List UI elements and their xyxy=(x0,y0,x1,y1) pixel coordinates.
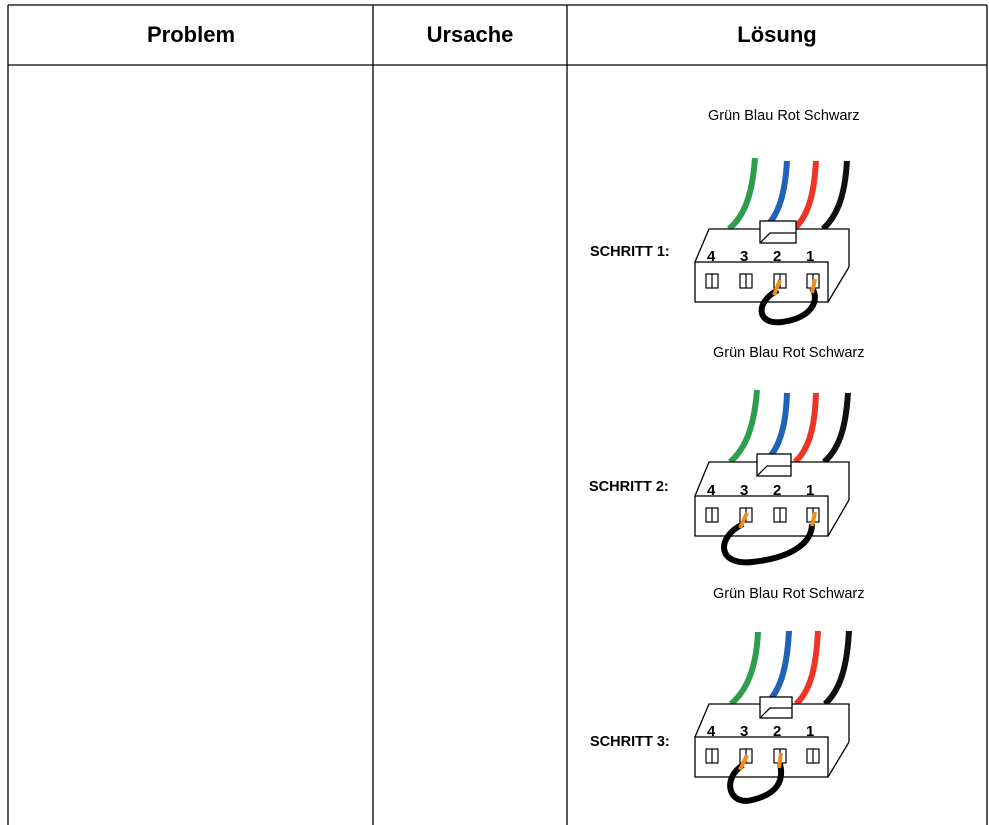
pin-number-3: 3 xyxy=(740,482,748,499)
connector xyxy=(694,453,850,537)
pin-number-4: 4 xyxy=(707,482,716,499)
wire-colors-label: Grün Blau Rot Schwarz xyxy=(708,108,860,124)
pin-number-3: 3 xyxy=(740,723,748,740)
jumper-wire xyxy=(727,762,785,804)
wire-green xyxy=(728,631,761,707)
header-solution: Lösung xyxy=(737,22,816,47)
jumper-tip-right xyxy=(810,511,817,527)
header-cause: Ursache xyxy=(427,22,514,47)
pin-number-2: 2 xyxy=(773,482,781,499)
wire-green xyxy=(726,157,758,232)
pin-number-1: 1 xyxy=(806,723,814,740)
header-problem: Problem xyxy=(147,22,235,47)
jumper-tip-right xyxy=(810,278,817,294)
wire-red xyxy=(791,159,819,232)
pin-number-4: 4 xyxy=(707,723,716,740)
wire-blue xyxy=(763,629,792,707)
jumper-wire xyxy=(721,521,815,566)
pin-sockets xyxy=(705,273,820,289)
pin-number-2: 2 xyxy=(773,248,781,265)
jumper-tip-left xyxy=(738,754,749,771)
jumper-tip-right xyxy=(777,752,783,769)
wire-blue xyxy=(761,159,790,232)
solution-cell: Grün Blau Rot Schwarz SCHRITT 1: 4 3 2 1 xyxy=(589,108,865,804)
pin-number-2: 2 xyxy=(773,723,781,740)
wire-blue xyxy=(762,391,790,465)
step-1-diagram: Grün Blau Rot Schwarz SCHRITT 1: 4 3 2 1 xyxy=(590,108,860,326)
connector-latch xyxy=(756,453,792,477)
step-label: SCHRITT 3: xyxy=(590,734,670,750)
wire-red xyxy=(792,391,819,465)
wire-colors-label: Grün Blau Rot Schwarz xyxy=(713,586,865,602)
connector xyxy=(694,696,850,778)
wire-green xyxy=(727,389,760,465)
wire-black xyxy=(821,391,851,465)
wire-black xyxy=(820,159,850,232)
connector xyxy=(694,220,850,303)
connector-latch xyxy=(759,220,797,244)
pin-number-4: 4 xyxy=(707,248,716,265)
wire-black xyxy=(822,629,852,707)
step-label: SCHRITT 1: xyxy=(590,244,670,260)
wire-colors-label: Grün Blau Rot Schwarz xyxy=(713,345,865,361)
table-grid xyxy=(7,4,988,825)
step-label: SCHRITT 2: xyxy=(589,479,669,495)
jumper-tip-left xyxy=(738,512,749,529)
step-2-diagram: Grün Blau Rot Schwarz SCHRITT 2: 4 3 2 1 xyxy=(589,345,865,566)
wire-red xyxy=(793,629,821,707)
pin-number-3: 3 xyxy=(740,248,748,265)
jumper-wire xyxy=(758,286,818,326)
step-3-diagram: Grün Blau Rot Schwarz SCHRITT 3: 4 3 2 1 xyxy=(590,586,865,804)
pin-number-1: 1 xyxy=(806,248,814,265)
jumper-tip-left xyxy=(772,279,782,296)
pin-number-1: 1 xyxy=(806,482,814,499)
